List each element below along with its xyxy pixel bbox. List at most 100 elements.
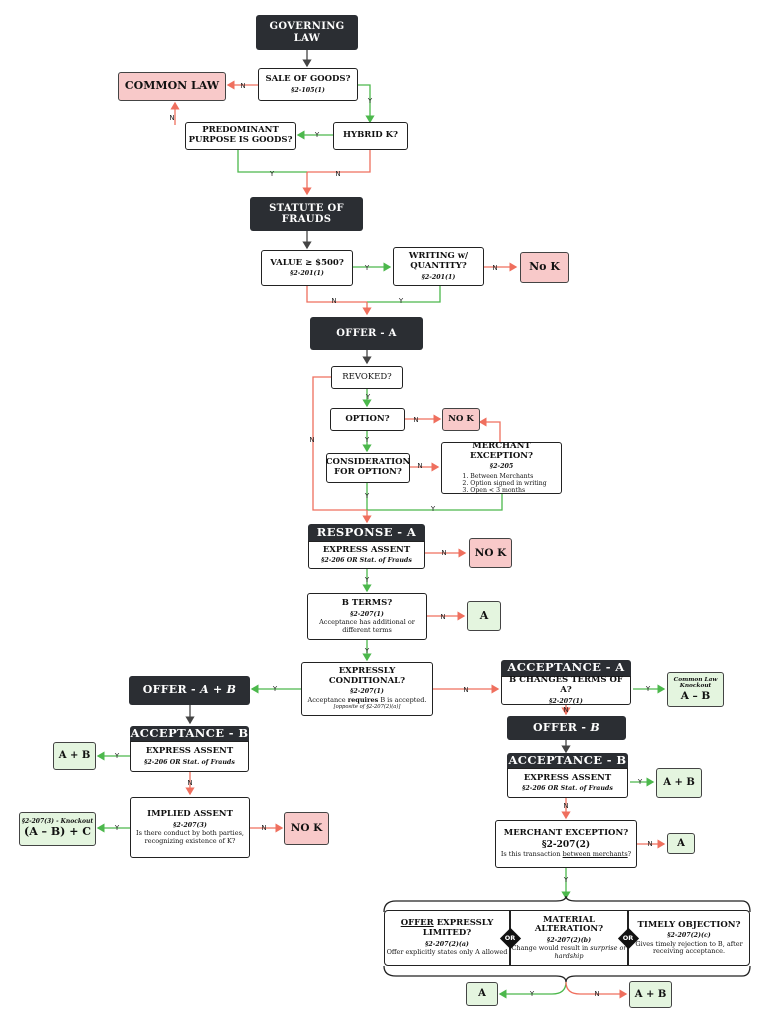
edge-label-y: Y xyxy=(364,436,370,444)
edge-label-n: N xyxy=(331,297,337,305)
common-law-result: COMMON LAW xyxy=(118,72,226,101)
expressly-conditional-title: EXPRESSLY CONDITIONAL? xyxy=(328,665,406,686)
express-assent-3: EXPRESS ASSENT §2-206 OR Stat. of Frauds xyxy=(507,768,628,798)
edge-label-y: Y xyxy=(367,97,373,105)
writing-cite: §2-201(1) xyxy=(421,273,456,281)
writing-title: WRITING w/ QUANTITY? xyxy=(408,251,469,271)
value-question: VALUE ≥ $500? §2-201(1) xyxy=(261,250,353,286)
edge-label-y: Y xyxy=(637,778,643,786)
acceptance-b-label-2: ACCEPTANCE - B xyxy=(508,752,627,767)
offer-limited-title-u: OFFER xyxy=(400,918,434,929)
predominant-purpose-label: PREDOMINANT PURPOSE IS GOODS? xyxy=(188,125,293,145)
expressly-conditional-sub: Acceptance requires B is accepted. xyxy=(307,695,427,704)
a-label-2: A xyxy=(677,837,685,849)
edge-label-y: Y xyxy=(269,170,275,178)
no-k-result-4: NO K xyxy=(284,812,329,845)
edge-label-y: Y xyxy=(430,505,436,513)
a-plus-b-label-1: A + B xyxy=(58,750,91,762)
merchant-exception-2-sub-pre: Is this transaction xyxy=(500,850,563,859)
b-terms-question: B TERMS? §2-207(1) Acceptance has additi… xyxy=(307,593,427,640)
offer-a-label: OFFER - A xyxy=(336,327,397,339)
edge-label-n: N xyxy=(187,779,193,787)
governing-law-label: GOVERNING LAW xyxy=(269,21,345,44)
a-plus-b-result-3: A + B xyxy=(629,981,672,1008)
expressly-conditional-sub-em: requires xyxy=(347,695,379,704)
merchant-exception-2: MERCHANT EXCEPTION? §2-207(2) Is this tr… xyxy=(495,820,637,868)
offer-limited-cite: §2-207(2)(a) xyxy=(425,940,469,948)
revoked-label: REVOKED? xyxy=(342,371,392,382)
value-cite: §2-201(1) xyxy=(290,270,324,278)
merchant-exception-1-title: MERCHANT EXCEPTION? xyxy=(469,440,533,461)
writing-question: WRITING w/ QUANTITY? §2-201(1) xyxy=(393,247,484,286)
merchant-exception-2-sub: Is this transaction between merchants? xyxy=(501,851,631,858)
no-k-label-2: NO K xyxy=(448,413,474,424)
offer-b-em: B xyxy=(590,720,600,734)
expressly-conditional-sub-post: B is accepted. xyxy=(378,695,427,704)
merchant-exception-1-cite: §2-205 xyxy=(489,463,514,471)
express-assent-2: EXPRESS ASSENT §2-206 OR Stat. of Frauds xyxy=(130,741,249,772)
edge-label-n: N xyxy=(463,686,469,694)
revoked-question: REVOKED? xyxy=(331,366,403,389)
knockout-2-formula: A – B xyxy=(680,690,711,703)
edge-label-y: Y xyxy=(365,393,371,401)
offer-ab-em: A + B xyxy=(200,683,237,697)
a-plus-b-result-1: A + B xyxy=(53,742,96,770)
material-alteration-cite: §2-207(2)(b) xyxy=(546,937,592,945)
governing-law-header: GOVERNING LAW xyxy=(256,15,358,50)
edge-label-n: N xyxy=(647,840,653,848)
offer-a-header: OFFER - A xyxy=(310,317,423,350)
material-alteration-sub-pre: Change would result in xyxy=(511,944,591,953)
edge-label-n: N xyxy=(240,82,246,90)
no-k-label-1: No K xyxy=(529,260,560,274)
no-k-label-4: NO K xyxy=(290,822,323,835)
express-assent-2-cite: §2-206 OR Stat. of Frauds xyxy=(144,758,235,766)
edge-label-y: Y xyxy=(272,685,278,693)
offer-b-label: OFFER - B xyxy=(533,720,600,735)
acceptance-a-label: ACCEPTANCE - A xyxy=(507,660,625,675)
a-plus-b-result-2: A + B xyxy=(656,768,702,798)
edge-label-y: Y xyxy=(563,876,569,884)
expressly-conditional-sub-pre: Acceptance xyxy=(307,695,348,704)
implied-assent-cite: §2-207(3) xyxy=(173,821,207,829)
no-k-label-3: NO K xyxy=(474,546,507,559)
material-alteration-title: MATERIAL ALTERATION? xyxy=(534,914,604,935)
edge-label-y: Y xyxy=(364,264,370,272)
b-changes-title: B CHANGES TERMS OF A? xyxy=(509,675,623,695)
implied-assent-question: IMPLIED ASSENT §2-207(3) Is there conduc… xyxy=(130,797,250,858)
edge-label-n: N xyxy=(413,416,419,424)
edge-label-n: N xyxy=(169,114,175,122)
merchant-exception-2-cite: §2-207(2) xyxy=(541,839,591,850)
option-question: OPTION? xyxy=(330,408,405,431)
edge-label-n: N xyxy=(492,264,498,272)
or-connector-2: OR xyxy=(617,927,639,949)
offer-limited-title-rest: EXPRESSLY LIMITED? xyxy=(422,918,494,939)
merchant-exception-2-sub-u: between merchants xyxy=(562,850,628,859)
edge-label-n: N xyxy=(563,802,569,810)
no-k-result-1: No K xyxy=(520,252,569,283)
a-result-2: A xyxy=(667,833,695,854)
b-terms-title: B TERMS? xyxy=(341,598,393,609)
material-alteration-sub: Change would result in surprise or hards… xyxy=(511,945,627,960)
or-connector-1: OR xyxy=(499,927,521,949)
edge-label-y: Y xyxy=(114,824,120,832)
or-label-2: OR xyxy=(622,934,634,942)
merchant-exception-2-title: MERCHANT EXCEPTION? xyxy=(503,828,629,839)
timely-objection-question: TIMELY OBJECTION? §2-207(2)(c) Gives tim… xyxy=(628,910,750,966)
acceptance-b-header-1: ACCEPTANCE - B xyxy=(130,726,249,741)
edge-label-n: N xyxy=(261,824,267,832)
merchant-exception-2-sub-post: ? xyxy=(627,850,632,859)
knockout-result-1: §2-207(3) - Knockout (A – B) + C xyxy=(19,812,96,846)
a-label-3: A xyxy=(478,988,486,1000)
express-assent-1-cite: §2-206 OR Stat. of Frauds xyxy=(321,557,412,565)
b-terms-cite: §2-207(1) xyxy=(350,610,384,618)
offer-limited-title: OFFER EXPRESSLY LIMITED? xyxy=(385,918,509,939)
sale-of-goods-cite: §2-105(1) xyxy=(291,86,325,94)
timely-objection-title: TIMELY OBJECTION? xyxy=(637,919,741,930)
edge-label-n: N xyxy=(594,990,600,998)
edge-label-y: Y xyxy=(645,685,651,693)
acceptance-a-header: ACCEPTANCE - A xyxy=(501,660,631,676)
merchant-exception-item: Option signed in writing xyxy=(470,480,546,487)
statute-of-frauds-header: STATUTE OF FRAUDS xyxy=(250,197,363,231)
offer-ab-header: OFFER - A + B xyxy=(129,676,250,705)
